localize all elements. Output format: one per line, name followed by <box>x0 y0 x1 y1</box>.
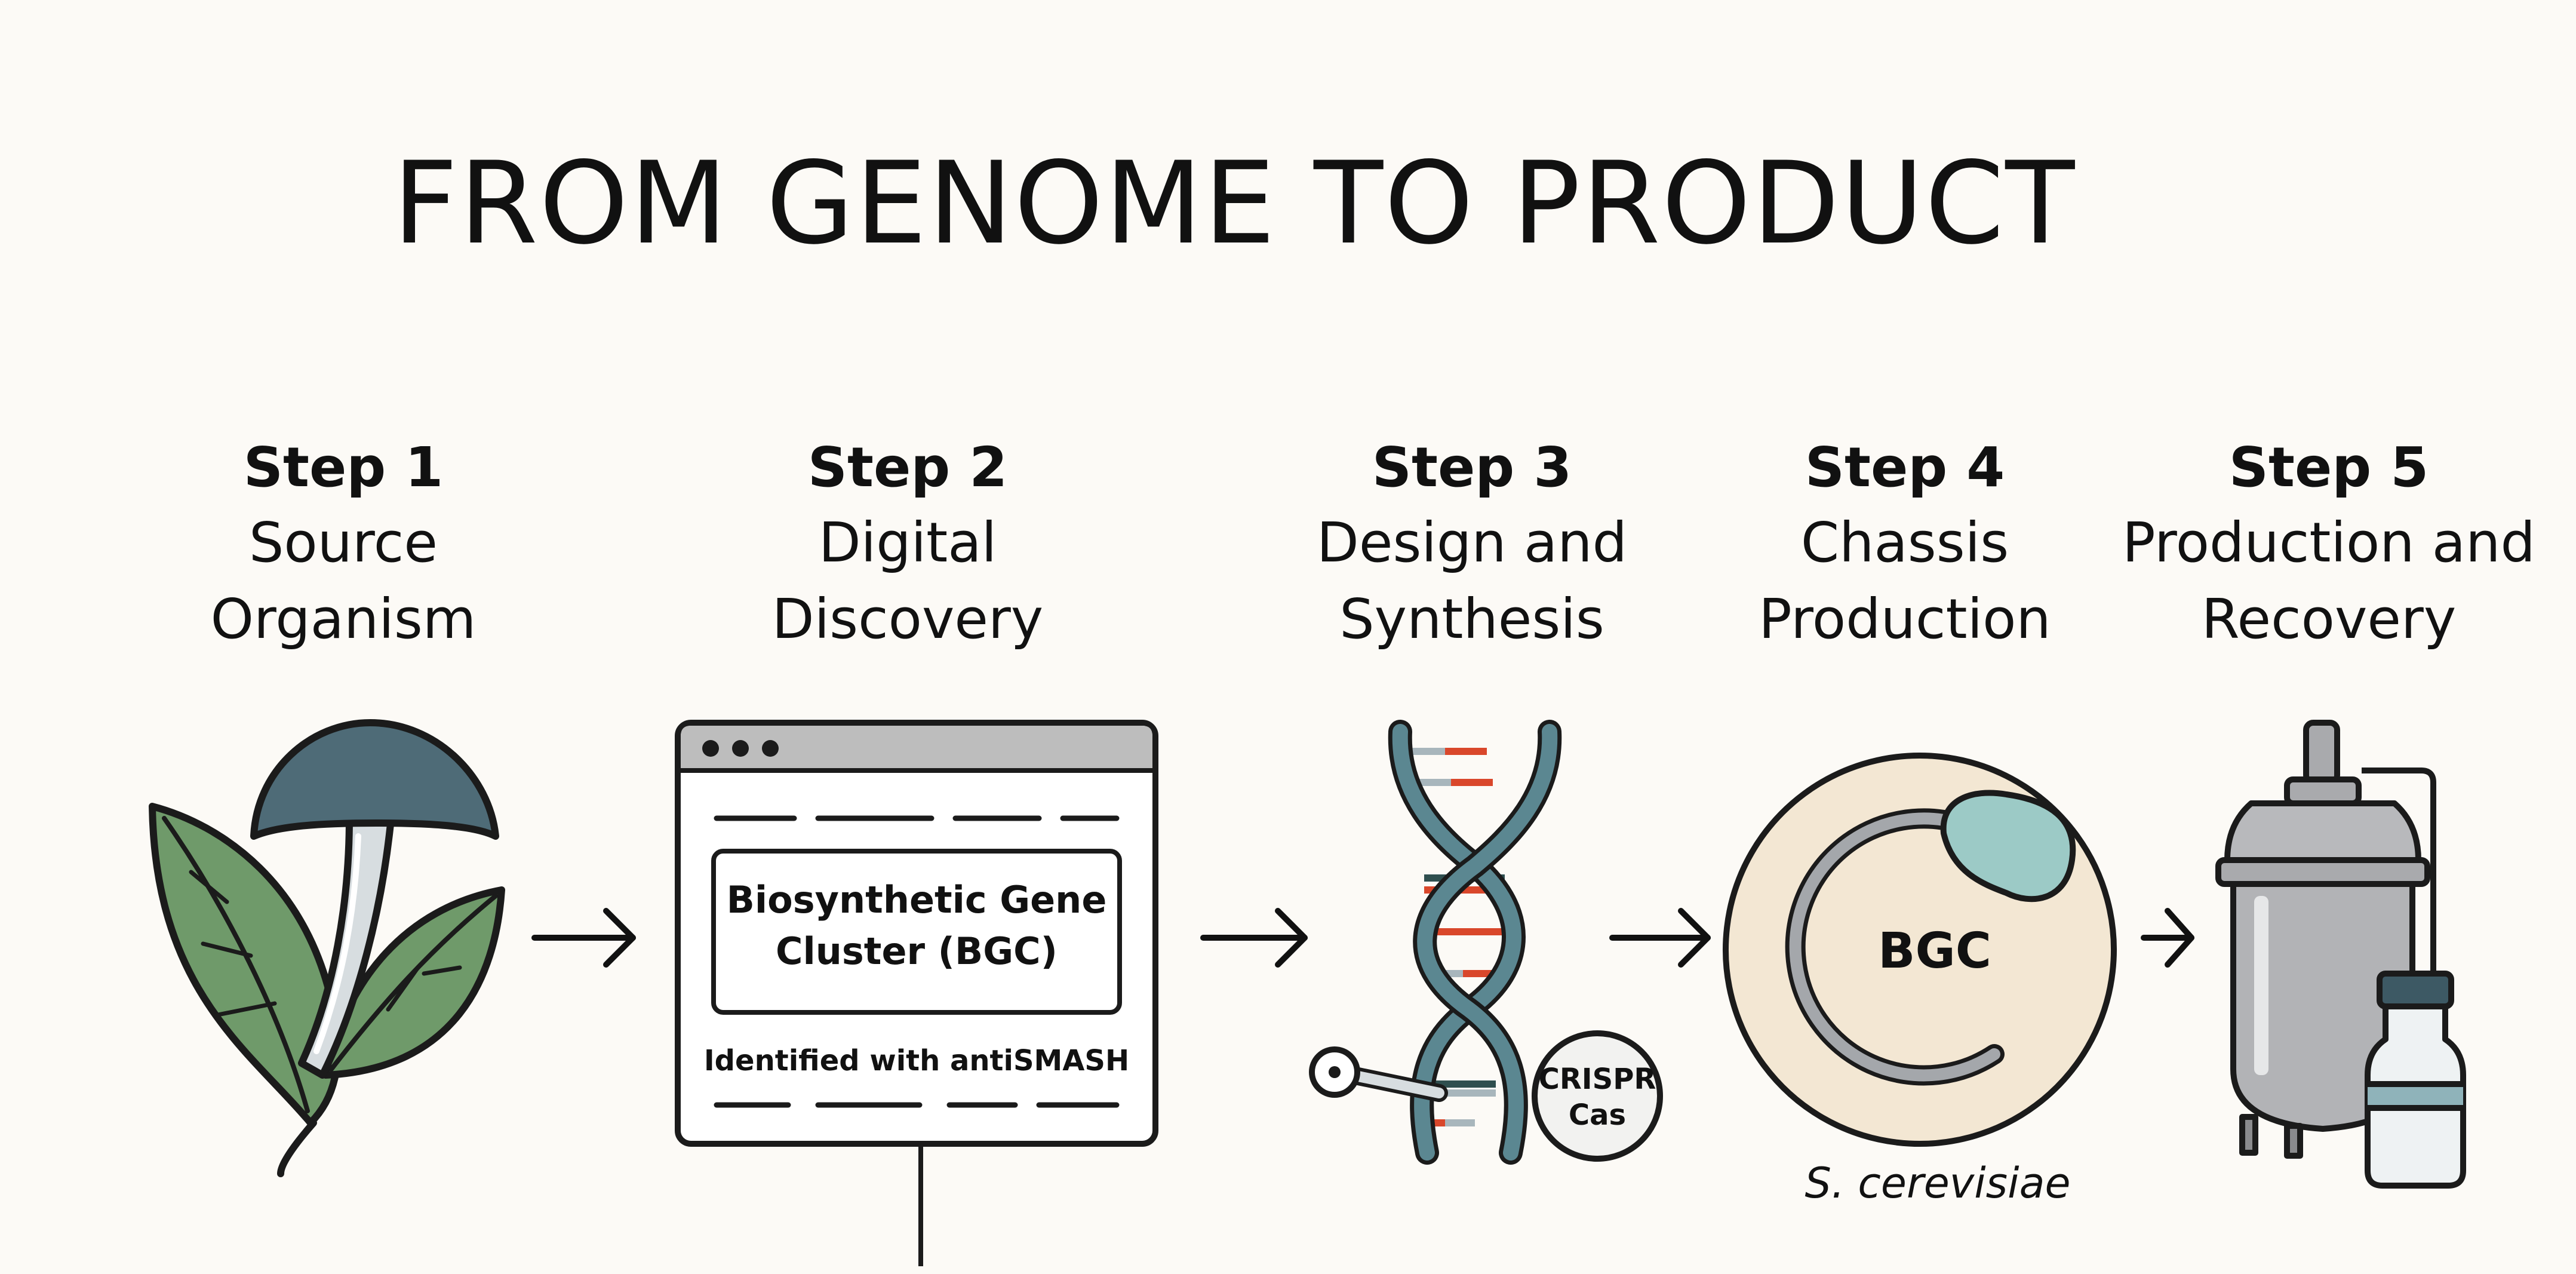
step-1-name-line2: Organism <box>210 587 477 651</box>
step-4-name-line1: Chassis <box>1800 511 2009 575</box>
step-2-header: Step 2 Digital Discovery <box>681 430 1135 658</box>
window-dot-1-icon <box>702 740 719 757</box>
crispr-cas-icon: CRISPR Cas <box>1309 1030 1663 1162</box>
step-4-name-line2: Production <box>1759 587 2051 651</box>
mushroom-cap-icon <box>250 719 499 840</box>
window-dot-3-icon <box>762 740 779 757</box>
step-5-name-line1: Production and <box>2122 511 2535 575</box>
nucleus-icon <box>1940 790 2076 902</box>
step-1-name-line1: Source <box>249 511 438 575</box>
arrow-1-icon <box>531 908 636 968</box>
step-2-number: Step 2 <box>807 435 1008 499</box>
chassis-organism-label: S. cerevisiae <box>1805 1159 2070 1208</box>
page-title: FROM GENOME TO PRODUCT <box>392 137 2076 269</box>
step-5-number: Step 5 <box>2228 435 2429 499</box>
step-3-name-line1: Design and <box>1317 511 1627 575</box>
arrow-4-icon <box>2141 908 2194 968</box>
antismash-caption: Identified with antiSMASH <box>704 1044 1129 1077</box>
left-leaf-icon <box>149 803 342 1126</box>
step-5-name-line2: Recovery <box>2201 587 2457 651</box>
crispr-badge <box>1532 1030 1663 1162</box>
step-3-header: Step 3 Design and Synthesis <box>1245 430 1699 658</box>
step-2-name-line1: Digital Discovery <box>771 511 1044 651</box>
crispr-label-line2: Cas <box>1569 1098 1626 1132</box>
arrow-2-icon <box>1200 908 1308 968</box>
discovery-window: Biosynthetic Gene Cluster (BGC) Identifi… <box>675 720 1158 1266</box>
source-organism-icon <box>149 719 505 1177</box>
step-4-header: Step 4 Chassis Production <box>1678 430 2132 658</box>
step-3-name-line2: Synthesis <box>1339 587 1604 651</box>
window-dot-2-icon <box>732 740 749 757</box>
step-1-header: Step 1 Source Organism <box>116 430 570 658</box>
step-4-number: Step 4 <box>1805 435 2005 499</box>
step-1-number: Step 1 <box>243 435 444 499</box>
product-vial-icon <box>2365 971 2466 1189</box>
crispr-label-line1: CRISPR <box>1539 1063 1656 1096</box>
bgc-box-line2: Cluster (BGC) <box>776 929 1058 973</box>
yeast-cell-icon: BGC <box>1723 753 2117 1147</box>
dna-helix-icon <box>1388 720 1562 1165</box>
step-5-header: Step 5 Production and Recovery <box>2102 430 2556 658</box>
bgc-box-line1: Biosynthetic Gene <box>727 878 1107 922</box>
step-3-number: Step 3 <box>1372 435 1572 499</box>
arrow-3-icon <box>1609 908 1711 968</box>
plasmid-label: BGC <box>1878 923 1991 980</box>
